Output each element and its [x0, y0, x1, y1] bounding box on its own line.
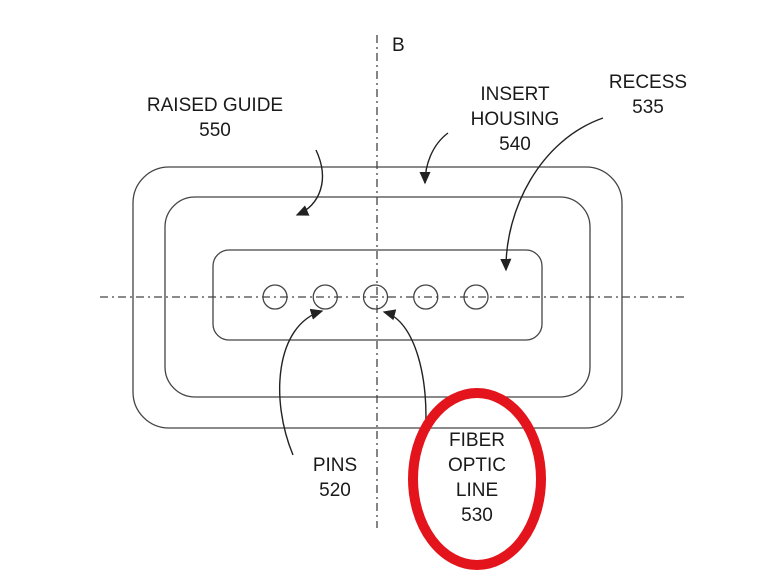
pin [312, 284, 338, 310]
fiber-name-3: LINE [455, 480, 499, 501]
fiber-name-2: OPTIC [447, 455, 507, 476]
raised-guide-arrow [295, 149, 324, 216]
recess-label: RECESS 535 [598, 70, 698, 120]
insert-housing-name-1: INSERT [480, 84, 550, 105]
raised-guide-number: 550 [199, 120, 231, 141]
recess-number: 535 [632, 97, 664, 118]
raised-guide-label: RAISED GUIDE 550 [135, 93, 295, 143]
recess-arrow [500, 117, 604, 272]
fiber-optic-arrow [382, 309, 427, 438]
recess-outline [212, 249, 543, 341]
insert-housing-number: 540 [499, 134, 531, 155]
pin [463, 284, 489, 310]
pins-arrow [279, 308, 324, 456]
pin [262, 284, 288, 310]
raised-guide-name: RAISED GUIDE [146, 95, 284, 116]
fiber-name-1: FIBER [449, 430, 505, 451]
fiber-optic-line-label: FIBER OPTIC LINE 530 [432, 428, 522, 528]
insert-housing-arrow [419, 132, 449, 185]
outer-housing-outline [132, 166, 623, 429]
fiber-number: 530 [461, 505, 493, 526]
axis-label-b: B [392, 35, 405, 56]
pins-label: PINS 520 [295, 453, 375, 503]
insert-housing-name-2: HOUSING [470, 109, 560, 130]
insert-housing-label: INSERT HOUSING 540 [455, 82, 575, 157]
fiber-optic-pin [362, 284, 389, 310]
raised-guide-outline [164, 196, 591, 398]
pins-number: 520 [319, 480, 351, 501]
pin [413, 284, 439, 310]
recess-name: RECESS [608, 72, 688, 93]
pins-name: PINS [312, 455, 358, 476]
highlight-circle [408, 388, 546, 570]
